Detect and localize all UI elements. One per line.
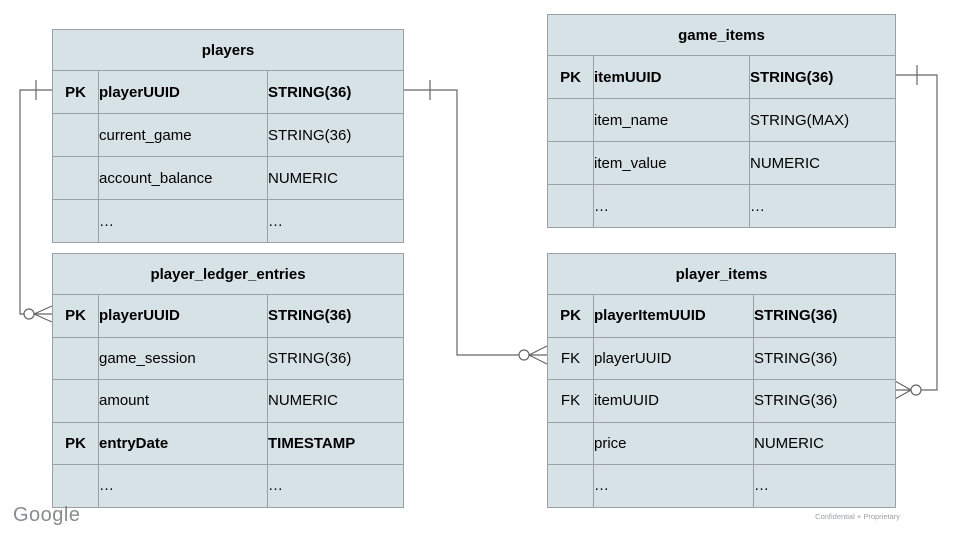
column-name-cell: price	[593, 421, 754, 465]
column-name-cell: amount	[98, 379, 268, 423]
table-row: game_session STRING(36)	[52, 336, 404, 380]
cardinality-zero-circle	[23, 308, 35, 320]
key-cell: PK	[52, 421, 99, 465]
column-type-cell: STRING(36)	[748, 55, 897, 99]
column-name-cell: item_name	[593, 98, 750, 142]
column-name-cell: playerUUID	[98, 294, 268, 338]
column-name-cell: current_game	[98, 113, 268, 157]
column-name-cell: playerUUID	[593, 336, 754, 380]
cardinality-zero-circle	[910, 384, 922, 396]
column-type-cell: …	[266, 199, 405, 243]
table-row: price NUMERIC	[547, 421, 897, 465]
key-cell	[52, 113, 99, 157]
table-row: … …	[52, 464, 404, 508]
key-cell	[547, 464, 594, 508]
table-title: players	[51, 29, 405, 71]
key-cell	[52, 464, 99, 508]
relationship-game-items-to-player-items	[894, 65, 938, 400]
relationship-players-to-player-items	[403, 80, 548, 365]
key-cell: FK	[547, 336, 594, 380]
column-type-cell: STRING(36)	[267, 294, 404, 338]
column-type-cell: STRING(36)	[266, 113, 405, 157]
table-row: … …	[52, 199, 405, 243]
column-name-cell: …	[98, 199, 268, 243]
table-row: PK itemUUID STRING(36)	[547, 55, 897, 99]
key-cell	[547, 141, 594, 185]
key-cell: PK	[547, 294, 594, 338]
table-title: game_items	[546, 14, 897, 56]
table-row: FK itemUUID STRING(36)	[547, 379, 897, 423]
table-row: PK playerUUID STRING(36)	[52, 70, 405, 114]
table-title: player_ledger_entries	[52, 253, 404, 295]
column-name-cell: …	[593, 464, 754, 508]
table-player-items[interactable]: player_items PK playerItemUUID STRING(36…	[546, 253, 897, 508]
crow-foot-icon	[528, 345, 548, 365]
table-row: … …	[547, 184, 897, 228]
confidentiality-note: Confidential + Proprietary	[815, 512, 900, 521]
column-type-cell: …	[752, 464, 897, 508]
table-row: item_value NUMERIC	[547, 141, 897, 185]
column-type-cell: STRING(MAX)	[748, 98, 897, 142]
key-cell: PK	[52, 294, 99, 338]
column-type-cell: NUMERIC	[752, 421, 897, 465]
key-cell	[52, 336, 99, 380]
column-type-cell: NUMERIC	[748, 141, 897, 185]
column-type-cell: …	[267, 464, 404, 508]
table-player-ledger-entries[interactable]: player_ledger_entries PK playerUUID STRI…	[52, 253, 404, 508]
column-name-cell: …	[593, 184, 750, 228]
cardinality-zero-circle	[518, 349, 530, 361]
key-cell	[52, 156, 99, 200]
relationship-players-to-ledger	[19, 80, 53, 323]
column-type-cell: STRING(36)	[752, 294, 897, 338]
column-type-cell: NUMERIC	[266, 156, 405, 200]
column-name-cell: game_session	[98, 336, 268, 380]
table-row: amount NUMERIC	[52, 379, 404, 423]
table-row: FK playerUUID STRING(36)	[547, 336, 897, 380]
column-name-cell: playerUUID	[98, 70, 268, 114]
table-title: player_items	[546, 253, 897, 295]
column-name-cell: itemUUID	[593, 379, 754, 423]
table-game-items[interactable]: game_items PK itemUUID STRING(36) item_n…	[546, 14, 897, 228]
table-players[interactable]: players PK playerUUID STRING(36) current…	[51, 29, 405, 243]
key-cell	[52, 199, 99, 243]
key-cell: PK	[52, 70, 99, 114]
column-type-cell: NUMERIC	[267, 379, 404, 423]
table-row: item_name STRING(MAX)	[547, 98, 897, 142]
table-row: current_game STRING(36)	[52, 113, 405, 157]
table-row: … …	[547, 464, 897, 508]
key-cell	[547, 98, 594, 142]
column-type-cell: TIMESTAMP	[267, 421, 404, 465]
table-row: PK playerItemUUID STRING(36)	[547, 294, 897, 338]
key-cell	[547, 421, 594, 465]
key-cell	[547, 184, 594, 228]
column-name-cell: item_value	[593, 141, 750, 185]
key-cell: PK	[547, 55, 594, 99]
google-logo: Google	[13, 504, 81, 526]
column-name-cell: entryDate	[98, 421, 268, 465]
column-name-cell: playerItemUUID	[593, 294, 754, 338]
column-type-cell: STRING(36)	[267, 336, 404, 380]
key-cell: FK	[547, 379, 594, 423]
column-name-cell: account_balance	[98, 156, 268, 200]
crow-foot-icon	[894, 380, 912, 400]
column-name-cell: itemUUID	[593, 55, 750, 99]
column-type-cell: STRING(36)	[752, 379, 897, 423]
column-name-cell: …	[98, 464, 268, 508]
table-row: account_balance NUMERIC	[52, 156, 405, 200]
table-row: PK entryDate TIMESTAMP	[52, 421, 404, 465]
crow-foot-icon	[33, 305, 53, 323]
column-type-cell: STRING(36)	[752, 336, 897, 380]
key-cell	[52, 379, 99, 423]
column-type-cell: …	[748, 184, 897, 228]
column-type-cell: STRING(36)	[266, 70, 405, 114]
table-row: PK playerUUID STRING(36)	[52, 294, 404, 338]
